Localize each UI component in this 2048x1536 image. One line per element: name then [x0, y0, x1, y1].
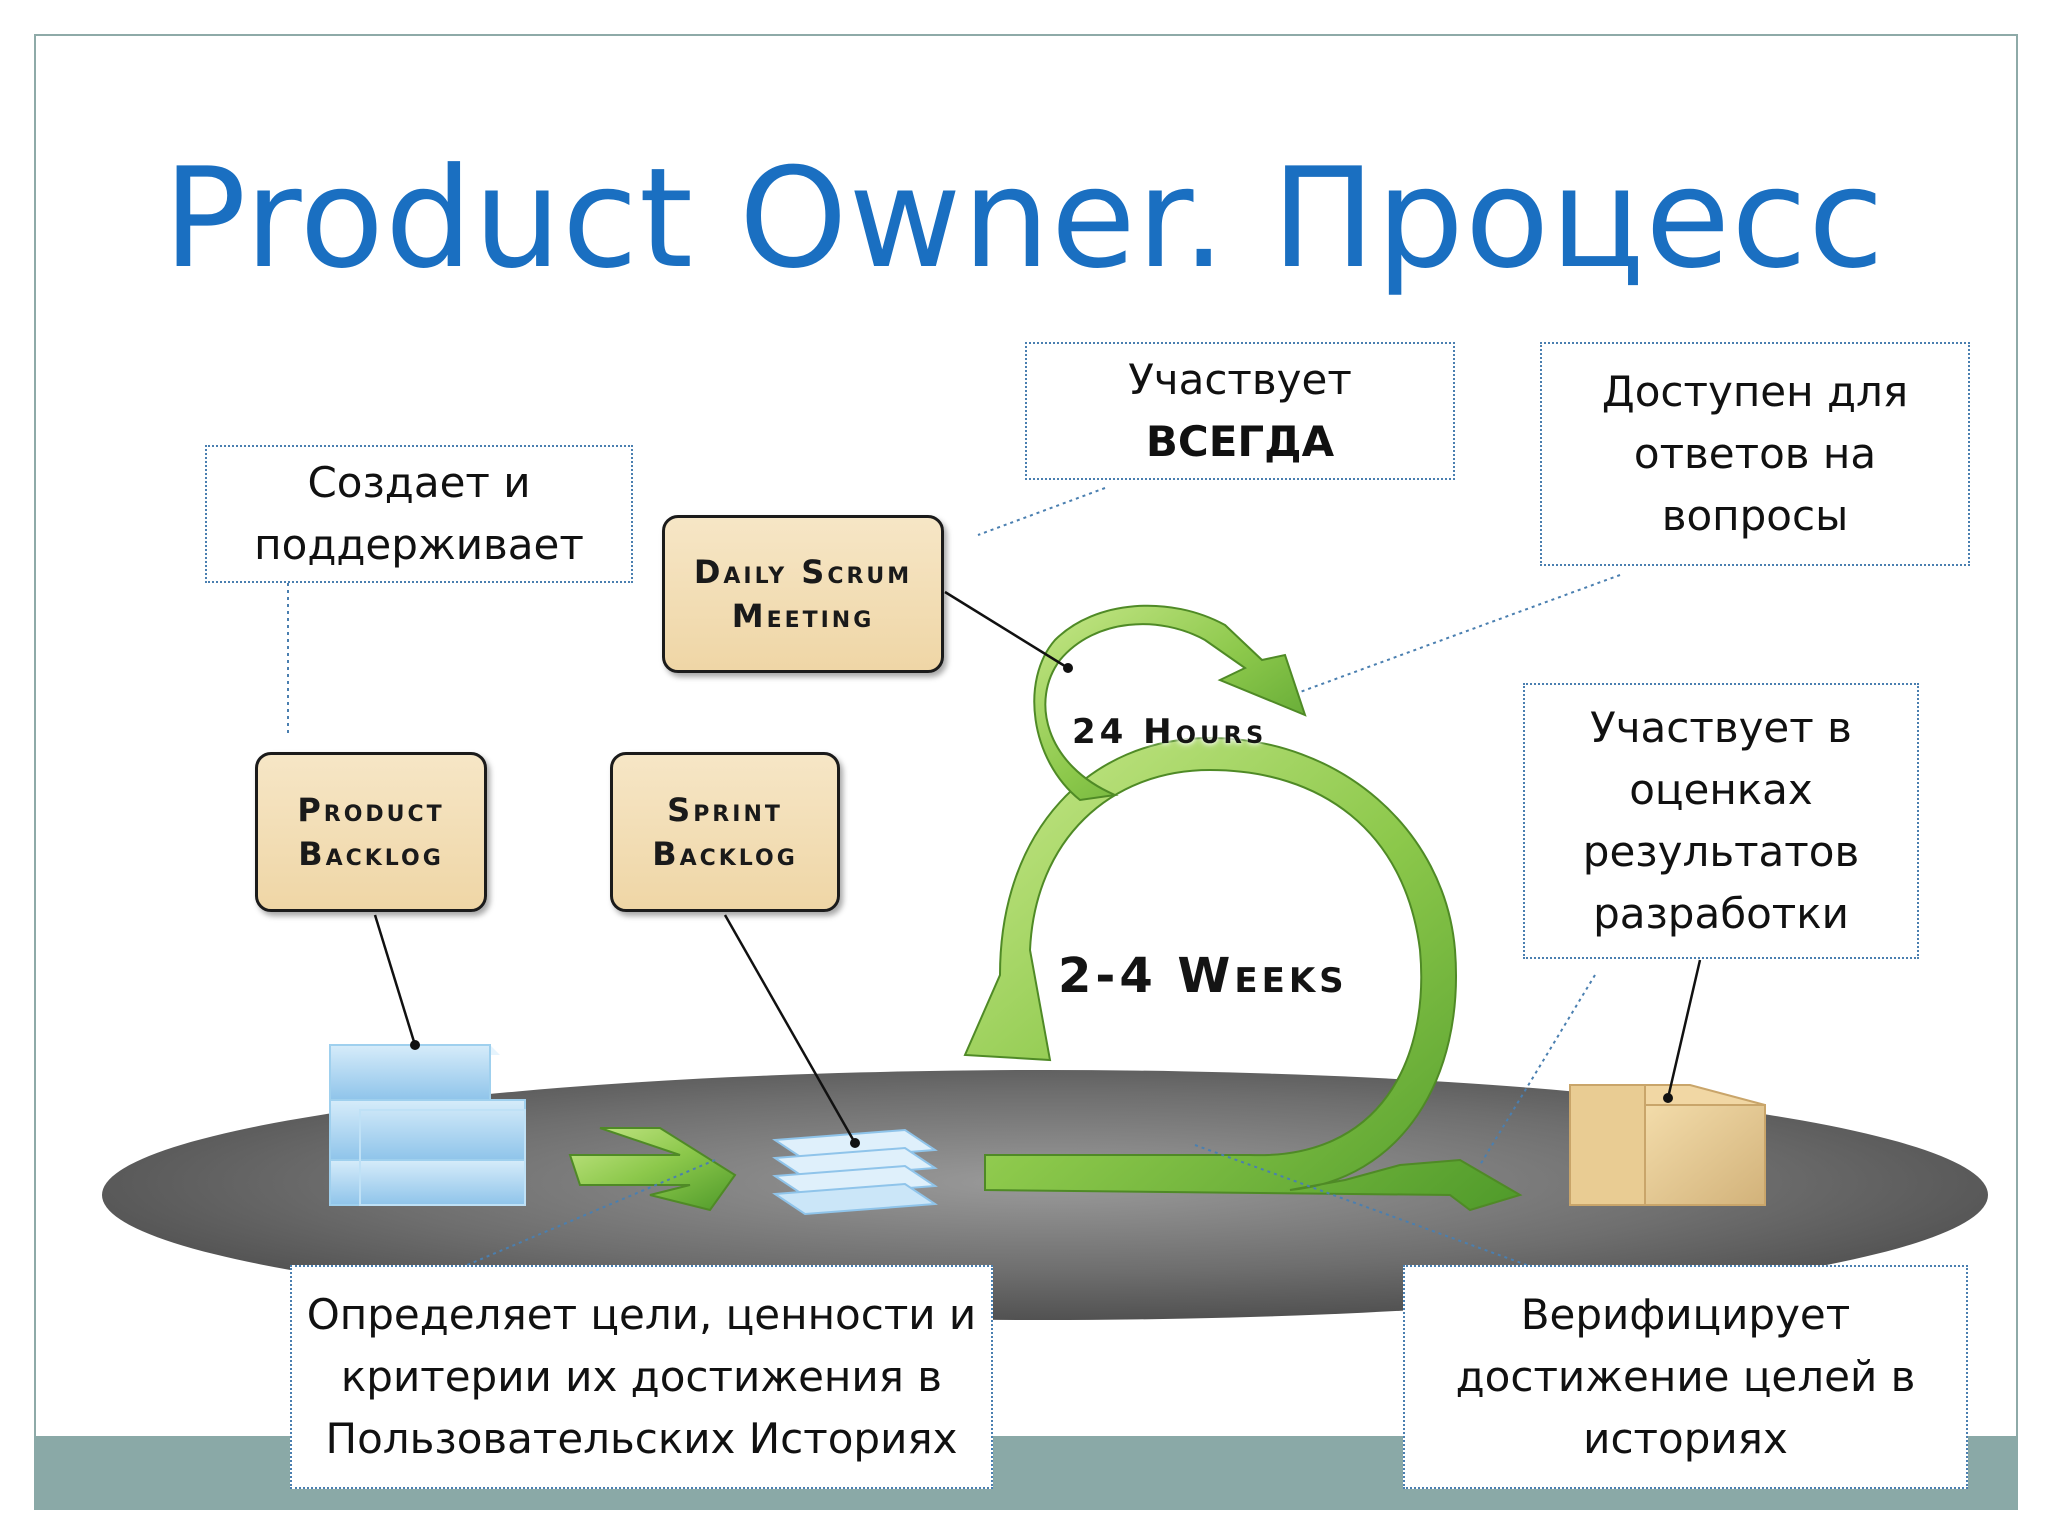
- daily-scrum-box: Daily Scrum Meeting: [662, 515, 944, 673]
- product-backlog-box: Product Backlog: [255, 752, 487, 912]
- callout-creates-line2: поддерживает: [254, 520, 584, 569]
- daily-scrum-line1: Daily Scrum: [693, 553, 913, 591]
- callout-evaluates-line2: оценках: [1629, 765, 1813, 814]
- daily-scrum-line2: Meeting: [731, 597, 875, 635]
- callout-evaluates-line3: результатов: [1582, 827, 1860, 876]
- callout-verifies-line1: Верифицирует: [1520, 1290, 1851, 1339]
- product-backlog-line2: Backlog: [298, 835, 444, 873]
- callout-verifies-line3: историях: [1583, 1414, 1788, 1463]
- callout-available: Доступен для ответов на вопросы: [1540, 342, 1970, 566]
- callout-evaluates: Участвует в оценках результатов разработ…: [1523, 683, 1919, 959]
- callout-defines-goals: Определяет цели, ценности и критерии их …: [290, 1265, 993, 1489]
- hours-label: 24 Hours: [1072, 712, 1268, 752]
- connector-lines: [373, 590, 1702, 1144]
- weeks-loop-arrow: [963, 736, 1523, 1212]
- callout-creates: Создает и поддерживает: [205, 445, 633, 583]
- callout-available-line2: ответов на: [1633, 429, 1877, 478]
- product-backlog-line1: Product: [297, 791, 445, 829]
- product-backlog-blocks: [329, 1044, 526, 1206]
- callout-participates-always-bold: ВСЕГДА: [1145, 417, 1335, 466]
- callout-participates-always: Участвует ВСЕГДА: [1025, 342, 1455, 480]
- callout-available-line3: вопросы: [1661, 491, 1849, 540]
- connector-dots: [410, 663, 1673, 1148]
- weeks-label: 2-4 Weeks: [1058, 948, 1348, 1004]
- shipping-box: [1569, 1084, 1766, 1206]
- callout-participates-line1: Участвует: [1128, 355, 1352, 404]
- platform: [102, 1070, 1988, 1320]
- sprint-backlog-line1: Sprint: [667, 791, 783, 829]
- arrow-to-sprint: [568, 1127, 737, 1212]
- slide-title: Product Owner. Процесс: [163, 138, 1885, 299]
- callout-defines-line3: Пользовательских Историях: [325, 1414, 958, 1463]
- callout-defines-line1: Определяет цели, ценности и: [306, 1290, 977, 1339]
- callout-evaluates-line4: разработки: [1593, 889, 1849, 938]
- callout-verifies: Верифицирует достижение целей в историях: [1403, 1265, 1968, 1489]
- sprint-backlog-line2: Backlog: [652, 835, 798, 873]
- callout-creates-line1: Создает и: [307, 458, 531, 507]
- callout-verifies-line2: достижение целей в: [1455, 1352, 1916, 1401]
- hours-loop-arrow: [1033, 604, 1307, 802]
- callout-available-line1: Доступен для: [1601, 367, 1909, 416]
- callout-defines-line2: критерии их достижения в: [340, 1352, 943, 1401]
- leader-lines: [287, 487, 1621, 1269]
- sprint-backlog-sheets: [772, 1128, 938, 1216]
- sprint-backlog-box: Sprint Backlog: [610, 752, 840, 912]
- callout-evaluates-line1: Участвует в: [1590, 703, 1852, 752]
